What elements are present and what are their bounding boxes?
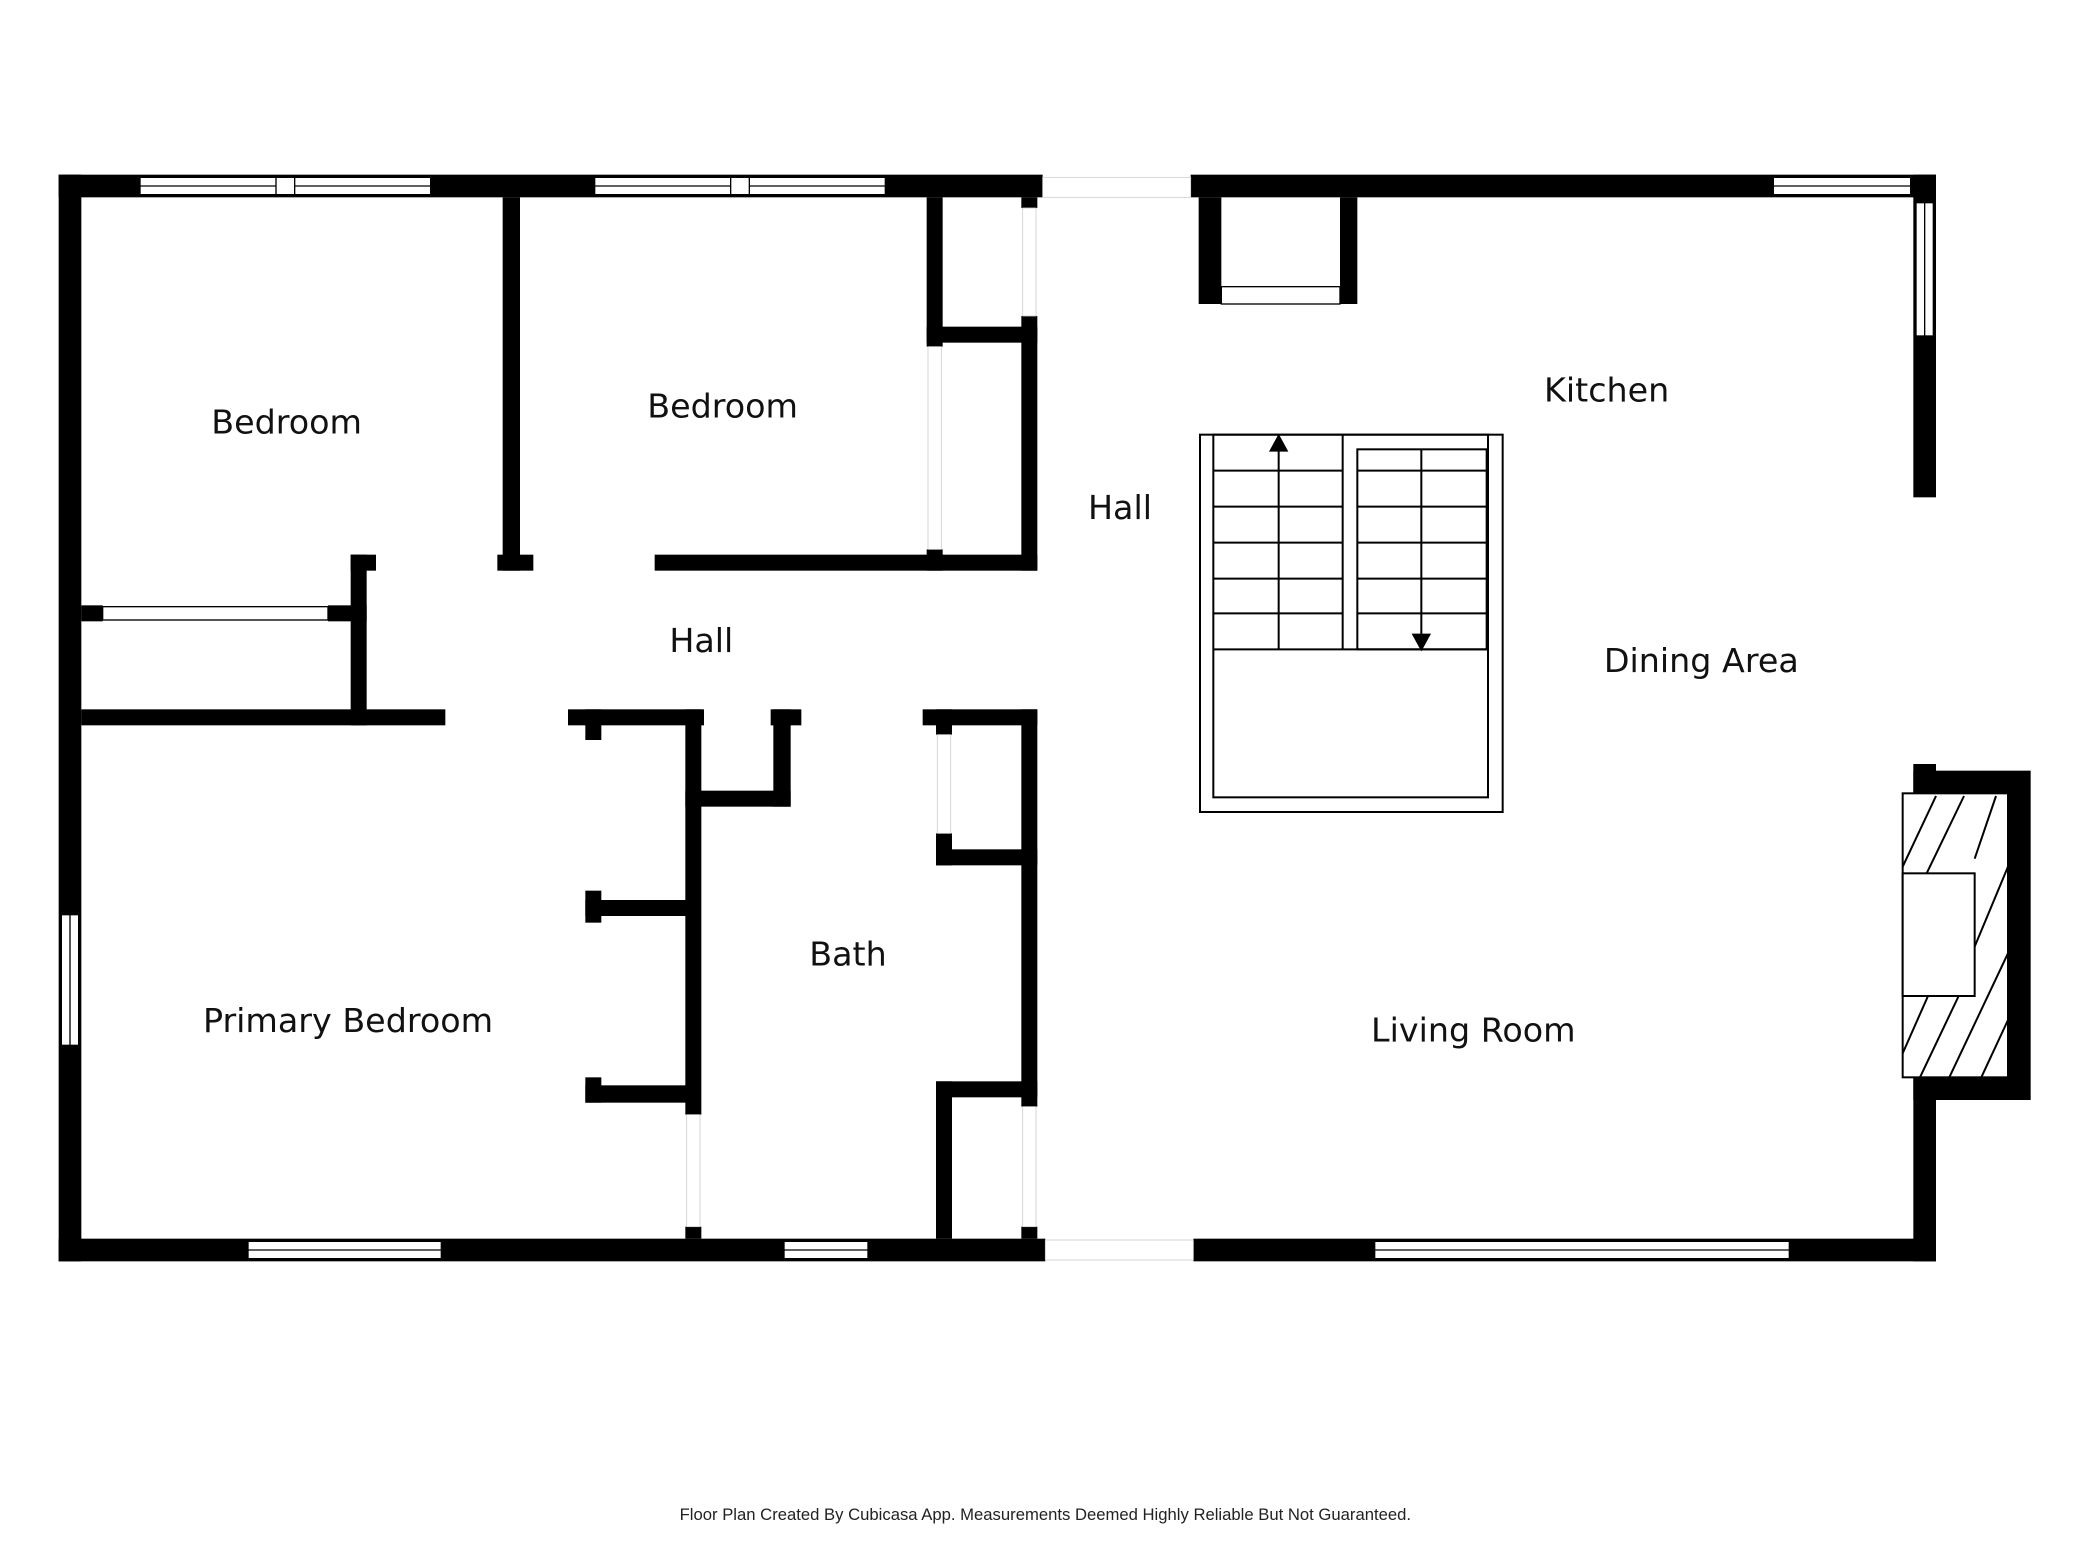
fireplace (1901, 770, 2031, 1100)
room-labels: Bedroom Bedroom Hall Kitchen Hall Dining… (203, 371, 1799, 1050)
room-label-bedroom: Bedroom (647, 387, 798, 426)
room-label-hall: Hall (1088, 488, 1152, 527)
footer-disclaimer: Floor Plan Created By Cubicasa App. Meas… (680, 1505, 1411, 1524)
room-label-kitchen: Kitchen (1544, 371, 1669, 410)
stair-down-arrow-icon (1411, 633, 1432, 652)
stair-up-arrow-icon (1268, 433, 1289, 452)
room-label-bedroom: Bedroom (211, 403, 362, 442)
room-label-dining-area: Dining Area (1604, 641, 1799, 680)
interior-walls (81, 197, 1358, 1239)
room-label-primary-bedroom: Primary Bedroom (203, 1001, 493, 1040)
room-label-bath: Bath (809, 935, 886, 974)
room-label-living-room: Living Room (1371, 1011, 1576, 1050)
windows (60, 176, 1934, 1261)
staircase (1199, 433, 1504, 813)
room-label-hall: Hall (669, 621, 733, 660)
